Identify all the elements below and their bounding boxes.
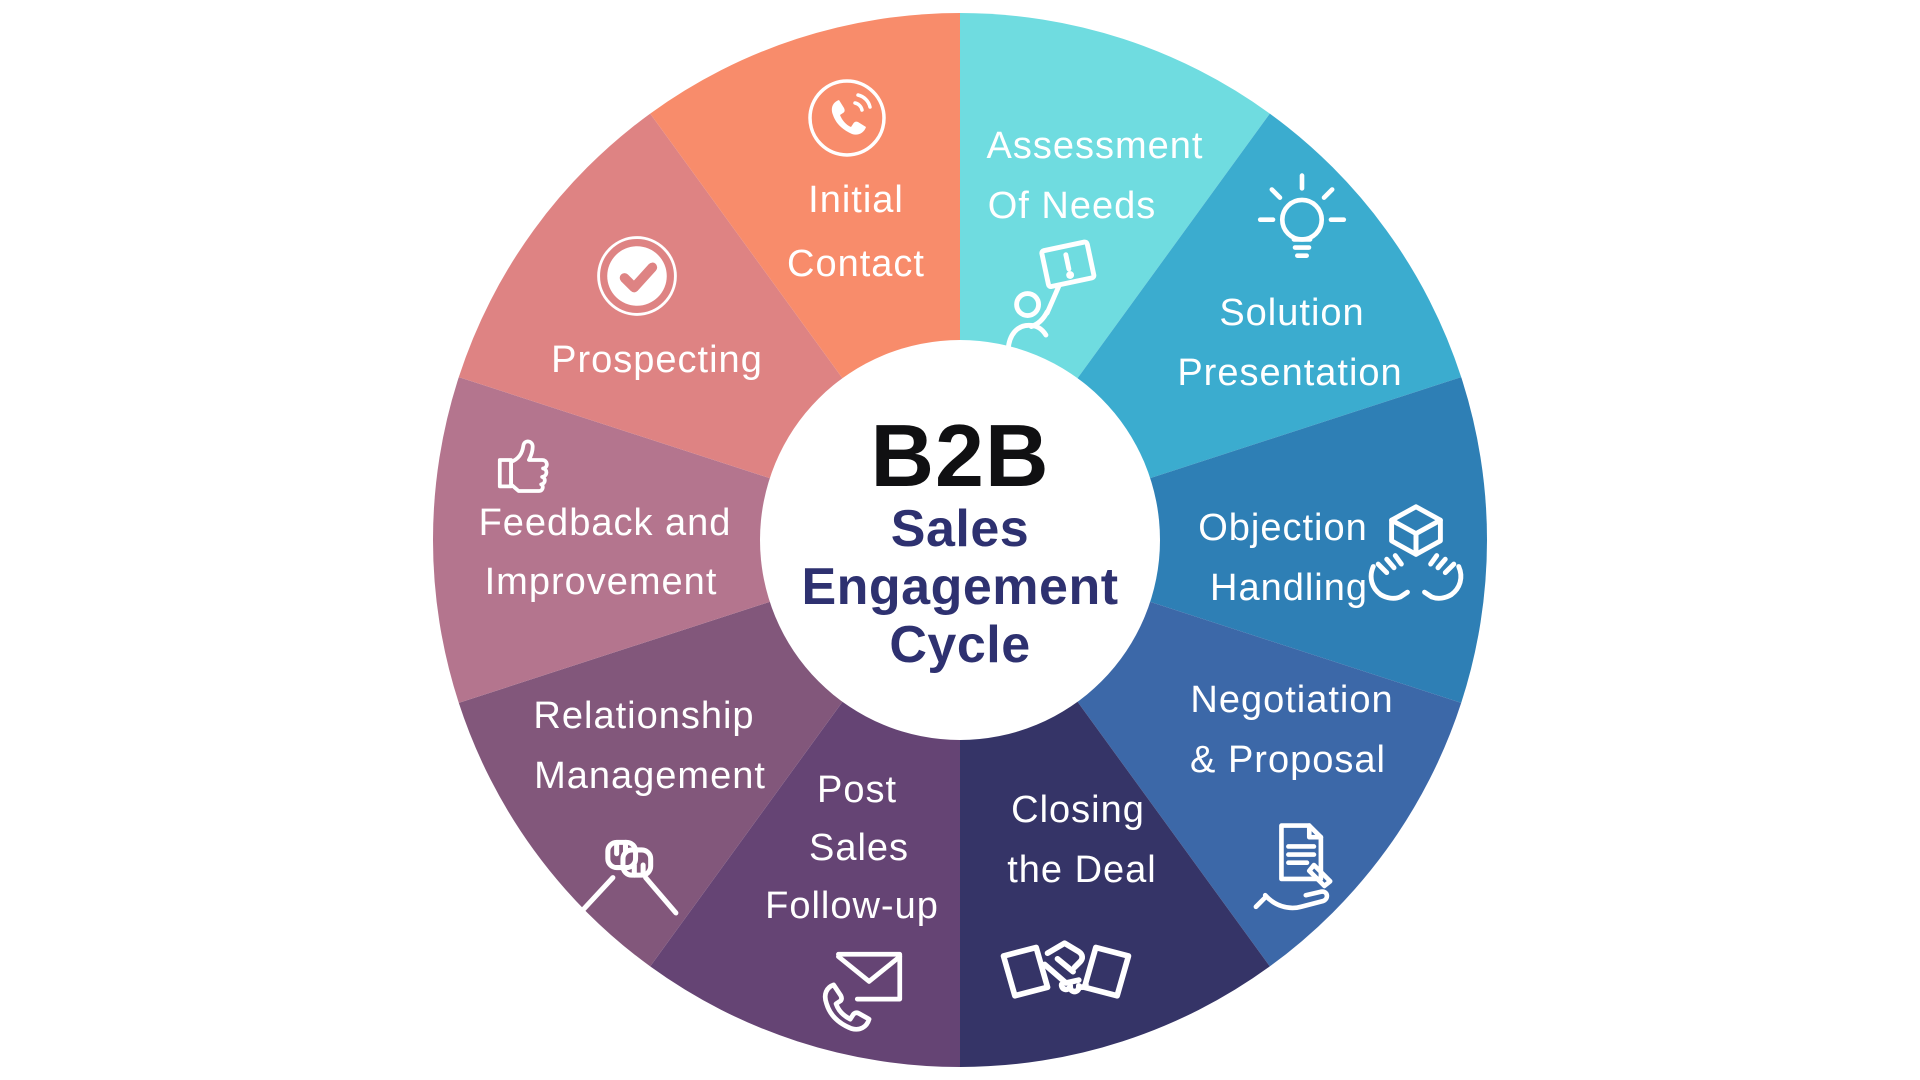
- segment-label: Assessment: [987, 125, 1204, 167]
- segment-label: Of Needs: [988, 185, 1157, 227]
- segment-label: Sales: [809, 827, 909, 869]
- segment-label: Prospecting: [551, 339, 763, 381]
- segment-label: Closing: [1011, 789, 1145, 831]
- segment-label: Solution: [1219, 292, 1364, 334]
- segment-label: & Proposal: [1190, 739, 1386, 781]
- segment-label: Post: [817, 769, 897, 811]
- title-cycle: Cycle: [889, 616, 1030, 674]
- segment-label: Follow-up: [765, 885, 939, 927]
- segment-label: Presentation: [1177, 352, 1402, 394]
- segment-label: Contact: [787, 243, 925, 285]
- segment-feedback-and-improvement: [432, 377, 960, 703]
- segment-label: Improvement: [485, 561, 718, 603]
- segment-label: the Deal: [1007, 849, 1157, 891]
- segment-label: Relationship: [533, 695, 754, 737]
- title-engagement: Engagement: [801, 558, 1118, 616]
- check-circle-icon: [599, 238, 676, 315]
- segment-label: Negotiation: [1190, 679, 1393, 721]
- segment-label: Initial: [808, 179, 904, 221]
- segment-label: Feedback and: [479, 502, 732, 544]
- center-title: B2B Sales Engagement Cycle: [801, 406, 1118, 674]
- segment-label: Objection: [1198, 507, 1368, 549]
- title-b2b: B2B: [870, 406, 1049, 505]
- segment-label: Management: [534, 755, 766, 797]
- segment-labels-and-icons: Assessment Of NeedsSolutionPresentationOb…: [479, 79, 1461, 1029]
- title-sales: Sales: [891, 500, 1029, 558]
- segment-label: Handling: [1210, 567, 1368, 609]
- center-circle: [760, 340, 1160, 740]
- segment-objection-handling: [960, 377, 1488, 703]
